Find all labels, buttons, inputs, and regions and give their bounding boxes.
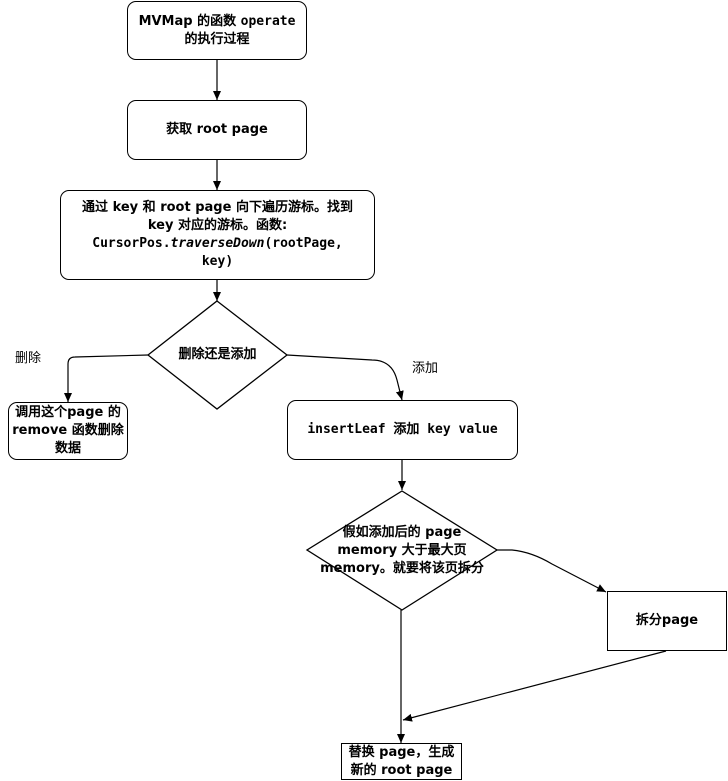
insert-leaf-node: insertLeaf 添加 key value	[287, 400, 518, 460]
decision-add-or-delete-label: 删除还是添加	[178, 347, 257, 362]
get-root-page-node: 获取 root page	[127, 100, 307, 160]
remove-text-1: 调用这个page 的	[15, 405, 121, 420]
start-node-text-2: 的执行过程	[184, 31, 250, 47]
decision-memory-check-text: 假如添加后的 page memory 大于最大页 memory。就要将该页拆分	[302, 524, 502, 578]
replace-root-node: 替换 page，生成 新的 root page	[341, 743, 462, 780]
replace-text-1: 替换 page，生成	[348, 744, 455, 760]
edge-decision-to-remove	[64, 354, 149, 402]
decision-memory-text-3: memory。就要将该页拆分	[320, 561, 484, 576]
start-node-func: operate	[240, 13, 296, 29]
decision-add-or-delete-text: 删除还是添加	[148, 346, 287, 364]
decision-shape-memory-check	[305, 490, 499, 611]
edge-decision-to-insert	[286, 354, 404, 401]
decision-memory-text-2: memory 大于最大页	[337, 543, 467, 558]
start-node: MVMap 的函数 operate 的执行过程	[127, 1, 307, 60]
traverse-func-args-2: key)	[201, 254, 234, 269]
traverse-cursor-node: 通过 key 和 root page 向下遍历游标。找到 key 对应的游标。函…	[60, 190, 375, 280]
replace-text-2: 新的 root page	[350, 762, 453, 778]
traverse-text-1: 通过 key 和 root page 向下遍历游标。找到	[82, 200, 353, 215]
remove-text-2: remove 函数删除	[12, 423, 124, 438]
traverse-text-2: key 对应的游标。函数:	[147, 218, 288, 233]
start-node-text: MVMap 的函数	[138, 13, 241, 29]
split-page-text: 拆分page	[635, 613, 699, 628]
edge-decision2-to-split	[496, 549, 607, 593]
get-root-page-text: 获取 root page	[166, 122, 268, 137]
edge-split-to-replace	[402, 650, 667, 722]
traverse-func-name: traverseDown	[170, 236, 265, 251]
remove-text-3: 数据	[54, 441, 81, 456]
decision-shape-add-or-delete	[146, 300, 289, 410]
remove-node: 调用这个page 的 remove 函数删除 数据	[8, 402, 128, 460]
edge-label-add: 添加	[412, 361, 439, 376]
split-page-node: 拆分page	[607, 591, 727, 651]
insert-leaf-text: insertLeaf 添加 key value	[307, 422, 498, 437]
traverse-func-class: CursorPos.	[92, 236, 171, 251]
decision-memory-text-1: 假如添加后的 page	[342, 525, 462, 540]
traverse-func-args: (rootPage,	[264, 236, 343, 251]
edge-label-delete: 删除	[15, 351, 42, 366]
